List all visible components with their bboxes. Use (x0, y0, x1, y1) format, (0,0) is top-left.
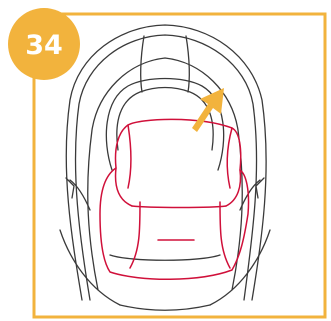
step-number: 34 (25, 30, 63, 61)
infant-car-seat-icon (60, 25, 270, 310)
step-badge: 34 (8, 8, 80, 80)
seat-insert-icon (100, 119, 249, 279)
arrow-up-right-icon (192, 88, 224, 132)
